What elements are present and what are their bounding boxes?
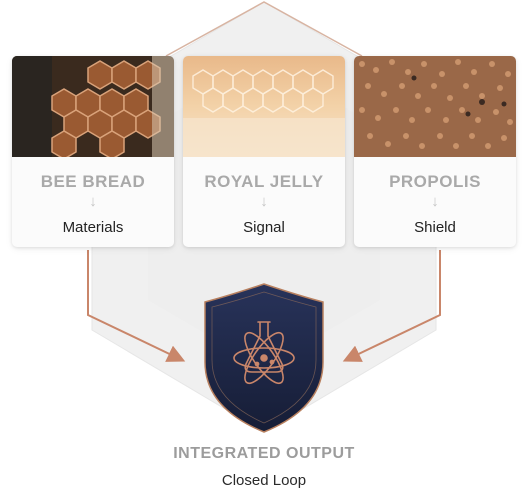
propolis-granules-photo <box>354 56 516 157</box>
card-propolis: PROPOLIS ↓ Shield <box>354 56 516 247</box>
output-subtitle: Closed Loop <box>221 472 307 489</box>
card-title: BEE BREAD <box>40 172 146 191</box>
flask-atom-icon <box>233 321 295 385</box>
card-subtitle: Signal <box>243 219 285 236</box>
top-chevron-line <box>165 1 363 57</box>
down-arrow-icon: ↓ <box>431 193 439 210</box>
card-subtitle: Shield <box>414 219 456 236</box>
card-subtitle: Materials <box>62 219 124 236</box>
left-flow-arrow <box>87 250 186 362</box>
royal-jelly-comb-photo <box>183 56 345 157</box>
honeycomb-cells-photo <box>12 56 174 157</box>
card-title: ROYAL JELLY <box>204 172 324 191</box>
down-arrow-icon: ↓ <box>260 193 268 210</box>
card-royal-jelly: ROYAL JELLY ↓ Signal <box>183 56 345 247</box>
down-arrow-icon: ↓ <box>89 193 97 210</box>
card-title: PROPOLIS <box>389 172 481 191</box>
output-title: INTEGRATED OUTPUT <box>173 445 355 462</box>
right-flow-arrow <box>342 250 441 362</box>
card-bee-bread: BEE BREAD ↓ Materials <box>12 56 174 247</box>
